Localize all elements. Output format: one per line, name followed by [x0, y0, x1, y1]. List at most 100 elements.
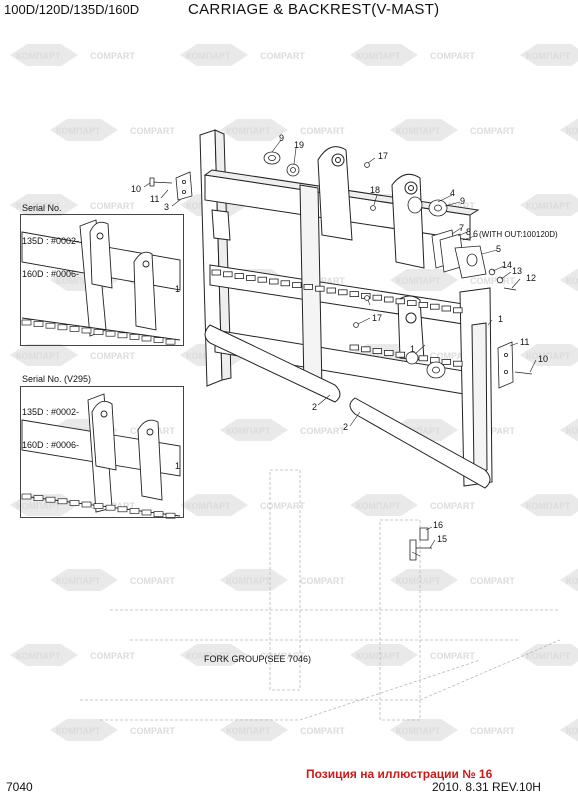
watermark-hex	[50, 719, 118, 741]
tooth	[153, 337, 164, 343]
watermark-text: КОМПАРТ	[526, 201, 571, 211]
watermark-text: COMPART	[130, 726, 175, 736]
tooth	[69, 326, 80, 332]
tooth	[33, 495, 44, 501]
callout-labels: 9 19 17 10 11 3 18 4 9 7 8 6 (WITH OUT:1…	[131, 133, 558, 664]
watermark-text: COMPART	[470, 576, 515, 586]
callout-6: 6	[473, 229, 478, 239]
watermark-text: COMPART	[260, 51, 305, 61]
fork-group-note: FORK GROUP(SEE 7046)	[204, 654, 311, 664]
tooth	[257, 276, 268, 283]
tooth	[21, 319, 32, 326]
watermark-hex	[10, 344, 78, 366]
tooth	[21, 493, 32, 500]
tooth	[117, 332, 128, 339]
callout-1: 1	[175, 284, 180, 294]
tooth	[165, 512, 176, 519]
inset-box-lower	[20, 386, 184, 518]
watermark-hex	[220, 719, 288, 741]
watermark-hex	[10, 644, 78, 666]
tooth	[453, 307, 463, 314]
watermark-text: COMPART	[430, 351, 475, 361]
tooth	[93, 329, 104, 335]
watermark-text: КОМПАРТ	[226, 126, 271, 136]
tooth	[280, 280, 291, 287]
callout-15: 15	[437, 534, 447, 544]
serial-line: 135D : #0002-	[22, 407, 80, 417]
watermark-text: КОМПАРТ	[16, 51, 61, 61]
watermark-hex	[390, 119, 458, 141]
watermark-text: COMPART	[90, 201, 135, 211]
watermark-text: КОМПАРТ	[566, 426, 578, 436]
tooth	[57, 498, 68, 505]
watermark-text: КОМПАРТ	[226, 576, 271, 586]
small-parts	[149, 151, 533, 561]
callout-11: 11	[520, 337, 529, 347]
tooth	[129, 334, 140, 340]
tooth	[384, 349, 394, 356]
tooth	[372, 348, 383, 355]
page-title: CARRIAGE & BACKREST(V-MAST)	[188, 1, 440, 18]
watermark-hex	[560, 419, 578, 441]
callout-10: 10	[131, 184, 141, 194]
tooth	[69, 500, 80, 506]
watermark-hex	[180, 44, 248, 66]
position-note: Позиция на иллюстрации № 16	[306, 767, 493, 781]
callout-12: 12	[526, 273, 536, 283]
tooth	[315, 285, 325, 292]
watermark-text: КОМПАРТ	[526, 651, 571, 661]
callout-1: 1	[498, 314, 503, 324]
callout-9: 9	[460, 196, 465, 206]
watermark-hex	[350, 644, 418, 666]
tooth	[81, 327, 92, 334]
watermark-hex	[390, 269, 458, 291]
watermark-text: КОМПАРТ	[356, 351, 401, 361]
watermark-text: КОМПАРТ	[566, 726, 578, 736]
inset-drawing-lower	[21, 393, 181, 517]
callout-17: 17	[372, 313, 382, 323]
watermark-text: COMPART	[470, 276, 515, 286]
callout-19: 19	[294, 140, 304, 150]
watermark-text: COMPART	[300, 276, 345, 286]
watermark-hex	[350, 44, 418, 66]
watermark-text: COMPART	[300, 126, 345, 136]
watermark-text: КОМПАРТ	[396, 276, 441, 286]
watermark-text: КОМПАРТ	[356, 501, 401, 511]
watermark-text: КОМПАРТ	[396, 726, 441, 736]
watermark-text: COMPART	[90, 651, 135, 661]
watermark-hex	[180, 644, 248, 666]
watermark-hex	[520, 644, 578, 666]
tooth	[45, 322, 56, 329]
watermark-layer: КОМПАРТ COMPART КОМПАРТ COMPART КОМПАРТ COMPA…	[10, 44, 578, 741]
watermark-text: COMPART	[470, 726, 515, 736]
tooth	[372, 294, 383, 301]
fork-group-outline	[80, 469, 561, 721]
tooth	[418, 301, 429, 308]
tooth	[453, 360, 463, 367]
leader-lines	[143, 139, 537, 557]
tooth	[33, 321, 44, 327]
tooth	[93, 503, 104, 509]
watermark-text: КОМПАРТ	[566, 126, 578, 136]
tooth	[153, 511, 164, 517]
watermark-text: КОМПАРТ	[356, 651, 401, 661]
callout-18: 18	[370, 185, 380, 195]
watermark-text: КОМПАРТ	[526, 51, 571, 61]
tooth	[338, 289, 348, 296]
tooth	[407, 300, 417, 307]
callout-3: 3	[164, 202, 169, 212]
watermark-text: КОМПАРТ	[16, 651, 61, 661]
date-revision: 2010. 8.31 REV.10H	[432, 780, 541, 794]
watermark-text: COMPART	[300, 726, 345, 736]
watermark-hex	[390, 569, 458, 591]
watermark-text: COMPART	[430, 501, 475, 511]
watermark-hex	[520, 494, 578, 516]
serial-line: 135D : #0002-	[22, 236, 80, 246]
serial-note-lower: Serial No. (V295) 135D : #0002- 160D : #…	[22, 352, 91, 462]
tooth	[234, 273, 245, 280]
tooth	[292, 282, 302, 289]
serial-line: 160D : #0006-	[22, 269, 80, 279]
watermark-hex	[560, 119, 578, 141]
tooth	[349, 291, 360, 298]
watermark-text: КОМПАРТ	[16, 501, 61, 511]
